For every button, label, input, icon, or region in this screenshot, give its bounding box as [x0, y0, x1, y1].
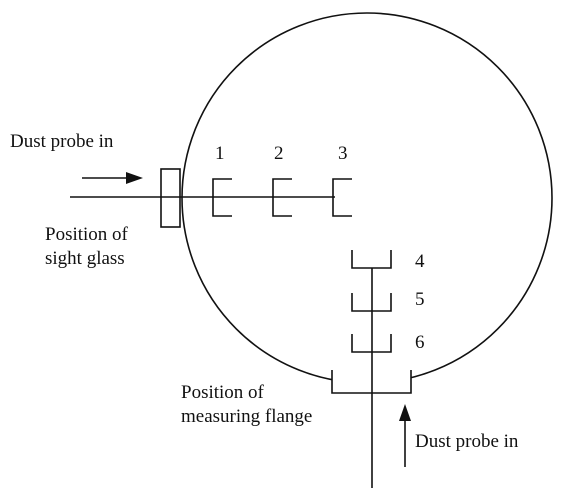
point-label-2: 2	[274, 143, 284, 164]
sample-point-6-bracket	[351, 334, 392, 353]
flange-label-line1: Position of	[181, 382, 265, 403]
sample-point-5-bracket	[351, 293, 392, 312]
point-label-5: 5	[415, 289, 425, 310]
point-label-6: 6	[415, 332, 425, 353]
probe-left-label: Dust probe in	[10, 131, 114, 152]
point-label-1: 1	[215, 143, 225, 164]
point-label-3: 3	[338, 143, 348, 164]
sample-point-1-bracket	[212, 178, 232, 217]
sample-point-2-bracket	[272, 178, 292, 217]
right-arrow-icon	[126, 172, 143, 184]
duct-circle	[181, 12, 553, 384]
probe-bottom-label: Dust probe in	[415, 431, 519, 452]
flange-label-line2: measuring flange	[181, 406, 312, 427]
sample-point-3-bracket	[332, 178, 352, 217]
up-arrow-icon	[399, 404, 411, 421]
sample-point-4-bracket	[351, 250, 392, 269]
point-label-4: 4	[415, 251, 425, 272]
sight-glass-port	[160, 168, 181, 228]
sight-glass-label-line1: Position of	[45, 224, 129, 245]
sight-glass-label-line2: sight glass	[45, 248, 125, 269]
